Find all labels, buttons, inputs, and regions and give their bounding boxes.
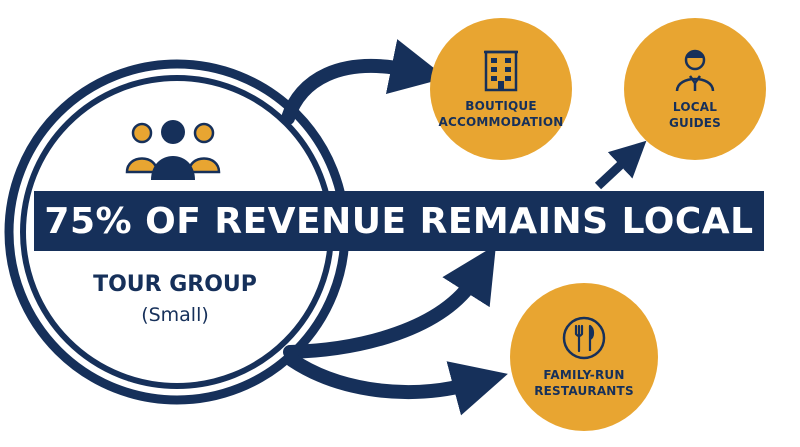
headline-text: 75% OF REVENUE REMAINS LOCAL	[44, 200, 754, 242]
tour-group-subtitle: (Small)	[141, 304, 209, 326]
guide-person-icon	[675, 49, 715, 92]
tour-group-title: TOUR GROUP	[93, 272, 257, 297]
people-group-icon	[125, 120, 221, 180]
node-local-guides: LOCAL GUIDES	[624, 18, 766, 160]
fork-knife-icon	[562, 316, 606, 360]
node-boutique-accommodation: BOUTIQUE ACCOMMODATION	[430, 18, 572, 160]
arrow-to-restaurants-upper	[283, 244, 497, 359]
arrow-to-accommodation	[281, 39, 447, 125]
node-label-restaurants: FAMILY-RUN RESTAURANTS	[534, 368, 634, 398]
arrow-to-restaurants-lower	[285, 353, 508, 416]
node-label-accommodation: BOUTIQUE ACCOMMODATION	[438, 99, 564, 129]
arrow-to-guides	[594, 140, 647, 190]
node-family-run-restaurants: FAMILY-RUN RESTAURANTS	[510, 283, 658, 431]
building-icon	[484, 50, 518, 92]
node-label-guides: LOCAL GUIDES	[668, 100, 722, 130]
headline-banner: 75% OF REVENUE REMAINS LOCAL	[34, 191, 764, 251]
